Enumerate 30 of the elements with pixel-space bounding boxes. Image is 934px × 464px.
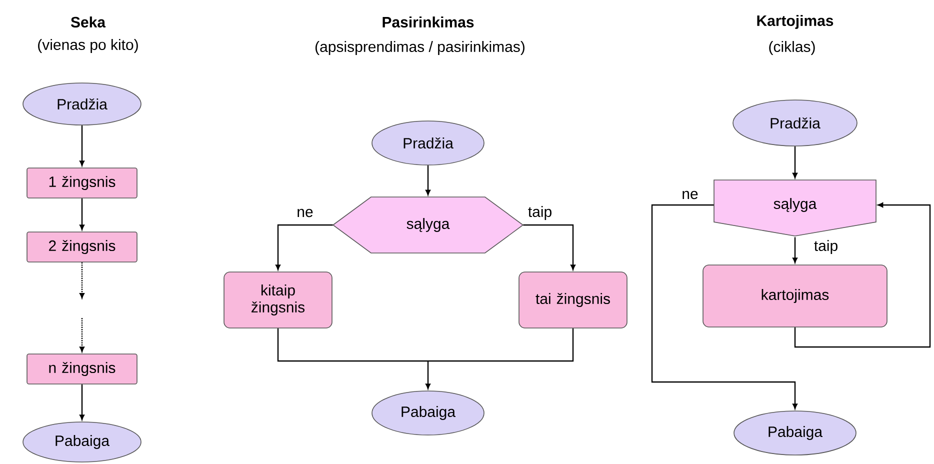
column-heading: Seka	[70, 16, 106, 28]
arrow	[80, 125, 84, 166]
column-heading: Kartojimas	[757, 15, 834, 29]
process-box: kitaip žingsnis	[224, 272, 332, 328]
decision-box: sąlyga	[714, 180, 876, 236]
arrow	[277, 328, 574, 390]
process-box: 2 žingsnis	[26, 232, 138, 262]
arrow	[794, 202, 931, 348]
edge-label: taip	[812, 239, 840, 255]
column-subheading: (vienas po kito)	[38, 39, 138, 53]
arrow	[523, 224, 576, 270]
column-subheading: (apsisprendimas / pasirinkimas)	[315, 41, 524, 55]
arrow	[80, 318, 84, 352]
process-box: tai žingsnis	[518, 272, 628, 328]
arrow	[80, 384, 84, 420]
process-box: n žingsnis	[26, 354, 138, 384]
edge-label: ne	[296, 208, 314, 218]
process-box: kartojimas	[702, 264, 888, 328]
arrow	[276, 224, 333, 270]
edge-label: ne	[680, 190, 700, 200]
arrow	[80, 262, 84, 298]
process-box: 1 žingsnis	[26, 168, 138, 198]
arrow	[426, 165, 430, 196]
arrow	[792, 146, 798, 178]
arrow	[792, 258, 798, 264]
column-heading: Pasirinkimas	[382, 16, 474, 28]
edge-label: taip	[526, 205, 554, 221]
arrow	[80, 198, 84, 230]
arrow	[651, 204, 798, 410]
column-subheading: (ciklas)	[769, 41, 815, 55]
